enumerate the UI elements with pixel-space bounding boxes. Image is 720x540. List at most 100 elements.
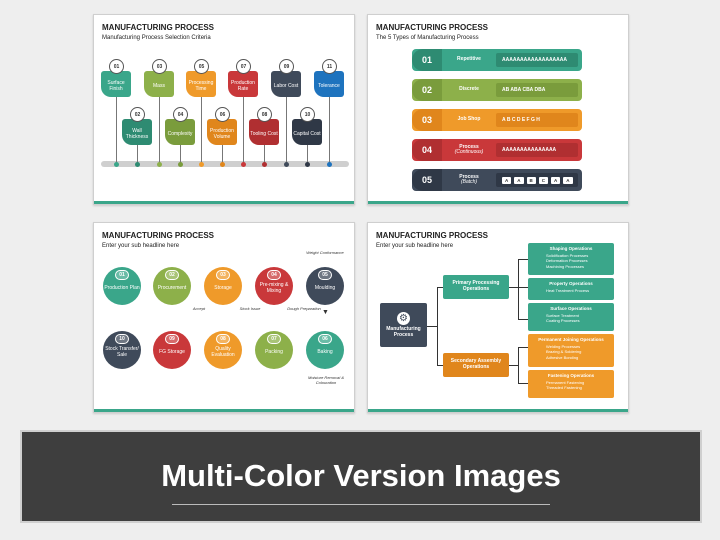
step-circle: Pre-mixing & Mixing [255,267,293,305]
batch-chip: A [551,176,561,184]
criteria-number: 07 [236,59,251,74]
type-label: Job Shop [457,116,481,123]
timeline-dot [135,162,140,167]
banner-underline [172,504,550,505]
criteria-number: 01 [109,59,124,74]
slide-process-flow[interactable]: MANUFACTURING PROCESS Enter your sub hea… [93,222,355,413]
note-moisture: Moisture Removal & Colouration [307,375,344,385]
criteria-tag: Capital Cost [292,119,322,145]
stem [286,83,287,163]
slide-selection-criteria[interactable]: MANUFACTURING PROCESS Manufacturing Proc… [93,14,355,205]
root-node: ⚙ Manufacturing Process [380,303,427,347]
criteria-number: 05 [194,59,209,74]
type-number: 04 [412,139,442,161]
type-bar: A A B C A A [496,173,578,187]
step-number: 10 [115,334,129,344]
note-dough: Dough Preparation [287,306,321,311]
step-number: 06 [318,334,332,344]
slide-operations-tree[interactable]: MANUFACTURING PROCESS Enter your sub hea… [367,222,629,413]
slide-title: MANUFACTURING PROCESS [102,231,215,240]
criteria-number: 08 [257,107,272,122]
timeline-dot [157,162,162,167]
timeline-dot [241,162,246,167]
slide-subtitle: The 5 Types of Manufacturing Process [376,35,479,41]
group-surface: Surface Operations Surface Treatment Coa… [528,303,614,331]
batch-chip: A [563,176,573,184]
connector [509,287,518,288]
batch-chip: B [526,176,536,184]
criteria-number: 02 [130,107,145,122]
timeline-dot [114,162,119,167]
step-circle: Baking [306,331,344,369]
timeline-dot [305,162,310,167]
type-bar: AAAAAAAAAAAAAAA [496,143,578,157]
type-row: Repetitive AAAAAAAAAAAAAAAAAA [412,49,582,71]
stem [137,130,138,163]
step-circle: Procurement [153,267,191,305]
criteria-tag: Tooling Cost [249,119,279,145]
step-number: 09 [165,334,179,344]
gear-icon: ⚙ [397,311,410,325]
step-number: 07 [267,334,281,344]
group-fastening: Fastening Operations Permanent Fastening… [528,370,614,398]
group-joining: Permanent Joining Operations Welding Pro… [528,334,614,367]
stem [180,130,181,163]
type-bar: AB ABA CBA DBA [496,83,578,97]
criteria-number: 03 [152,59,167,74]
criteria-tag: Tolerance [314,71,344,97]
slide-subtitle: Enter your sub headline here [376,243,454,249]
stem [159,83,160,163]
stem [307,130,308,163]
slide-title: MANUFACTURING PROCESS [376,231,489,240]
criteria-tag: Mass [144,71,174,97]
stem [201,83,202,163]
slide-subtitle: Enter your sub headline here [102,243,180,249]
criteria-tag: Labor Cost [271,71,301,97]
batch-chip: A [502,176,512,184]
type-row: Discrete AB ABA CBA DBA [412,79,582,101]
timeline-dot [262,162,267,167]
primary-label: Primary Processing Operations [452,280,500,292]
group-shaping: Shaping Operations Solidification Proces… [528,243,614,275]
note-accept: Accept [192,306,206,311]
step-circle: Storage [204,267,242,305]
step-number: 05 [318,270,332,280]
type-bar: A B C D E F G H [496,113,578,127]
criteria-tag: Processing Time [186,71,216,97]
secondary-label: Secondary Assembly Operations [450,358,502,370]
banner: Multi-Color Version Images [20,430,702,523]
step-circle: Stock Transfer/ Sale [103,331,141,369]
stem [243,83,244,163]
type-label: Process(Continuous) [454,143,484,155]
timeline-bar [101,161,349,167]
type-bar: AAAAAAAAAAAAAAAAAA [496,53,578,67]
step-number: 01 [115,270,129,280]
connector [518,347,519,383]
timeline-dot [284,162,289,167]
connector [437,287,443,288]
step-number: 03 [216,270,230,280]
stem [116,83,117,163]
type-row: Process(Batch) A A B C A A [412,169,582,191]
slide-title: MANUFACTURING PROCESS [376,23,489,32]
type-number: 03 [412,109,442,131]
batch-chip: A [514,176,524,184]
timeline-dot [199,162,204,167]
step-number: 02 [165,270,179,280]
type-label: Discrete [459,86,479,93]
slide-five-types[interactable]: MANUFACTURING PROCESS The 5 Types of Man… [367,14,629,205]
step-circle: Production Plan [103,267,141,305]
connector [437,365,443,366]
criteria-number: 10 [300,107,315,122]
criteria-tag: Complexity [165,119,195,145]
type-number: 01 [412,49,442,71]
stem [329,83,330,163]
connector [437,287,438,365]
criteria-tag: Production Volume [207,119,237,145]
criteria-number: 06 [215,107,230,122]
type-row: Process(Continuous) AAAAAAAAAAAAAAA [412,139,582,161]
connector [518,319,528,320]
batch-chip: C [538,176,548,184]
criteria-tag: Production Rate [228,71,258,97]
slide-title: MANUFACTURING PROCESS [102,23,215,32]
